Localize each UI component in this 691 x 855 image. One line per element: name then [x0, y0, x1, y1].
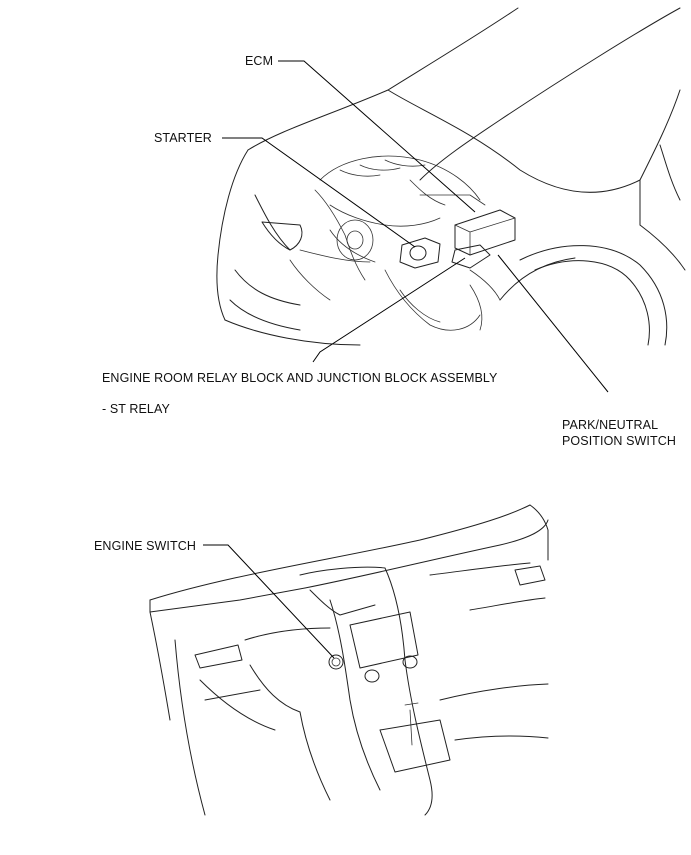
ecm-leader-line: [278, 60, 476, 213]
park-neutral-label-line2: POSITION SWITCH: [562, 434, 676, 448]
engine-switch-label: ENGINE SWITCH: [94, 539, 196, 553]
st-relay-label: - ST RELAY: [102, 402, 170, 416]
starter-leader-line: [222, 137, 416, 248]
engine-bay-illustration: [216, 7, 686, 346]
park-neutral-leader-line: [497, 254, 609, 393]
relay-block-label: ENGINE ROOM RELAY BLOCK AND JUNCTION BLO…: [102, 371, 498, 385]
starter-label: STARTER: [154, 131, 212, 145]
ecm-label: ECM: [245, 54, 274, 68]
leader-lines-top: [222, 60, 609, 393]
relay-block-leader-line: [312, 257, 466, 363]
park-neutral-label-line1: PARK/NEUTRAL: [562, 418, 659, 432]
engine-switch-leader-line: [203, 544, 335, 659]
